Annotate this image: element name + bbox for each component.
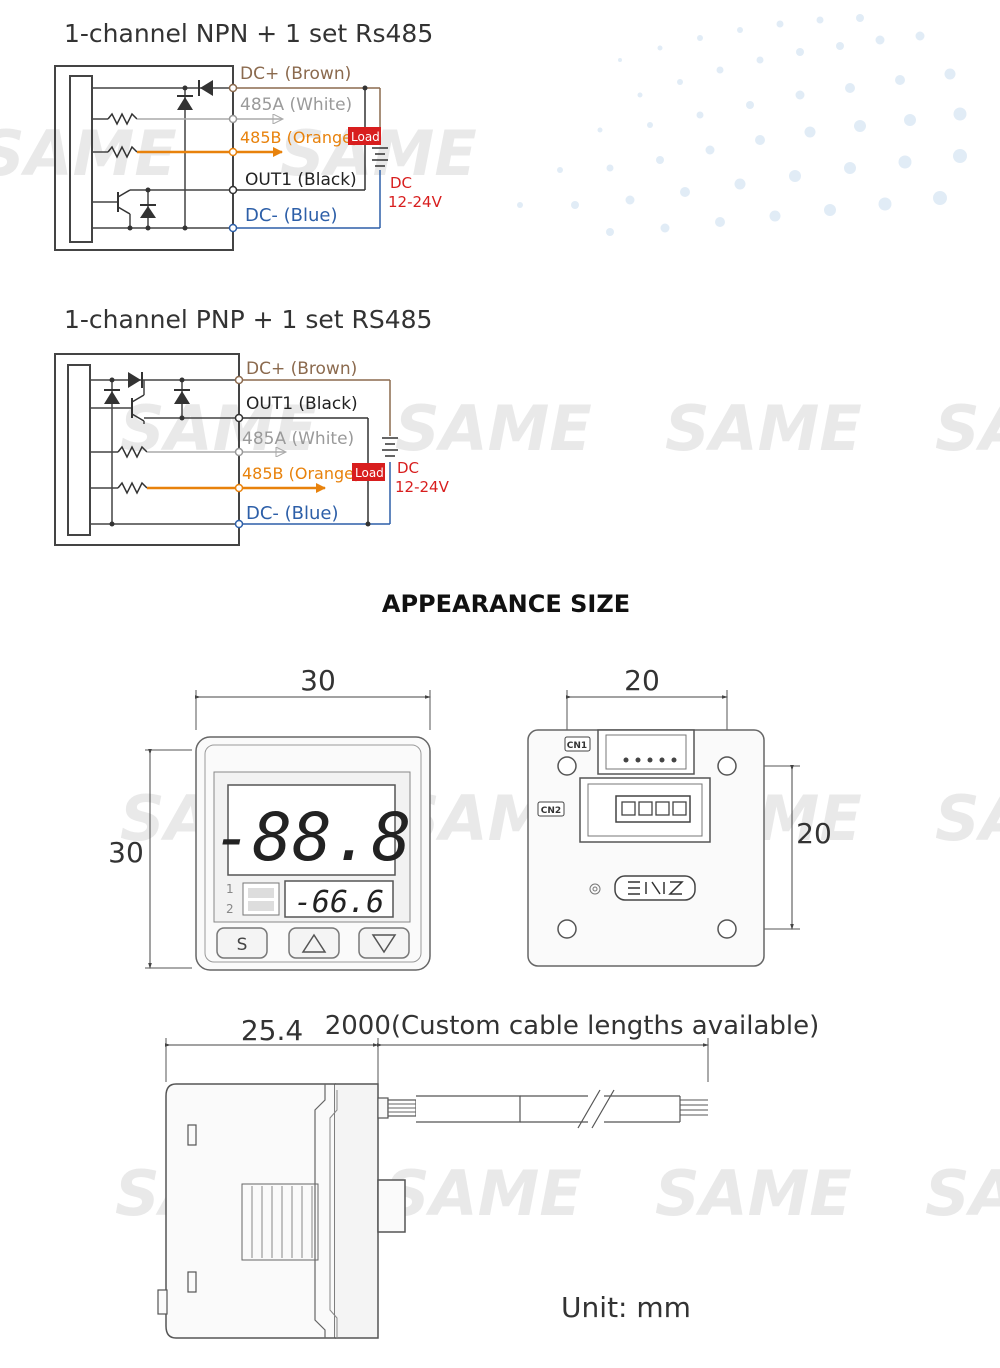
watermark-text: SAME [935,392,1000,465]
resistor-icon [117,445,148,459]
pnp-dc-minus-label: DC- (Blue) [246,503,339,524]
pnp-supply-voltage: 12-24V [395,478,450,496]
pnp-485a-label: 485A (White) [242,429,354,449]
pnp-circuit-board [67,364,91,536]
unit-label: Unit: mm [561,1291,691,1324]
npn-supply-label: DC [390,174,412,192]
resistor-icon [117,481,148,495]
npn-load-box [348,127,381,145]
side-depth-dim: 25.4 [241,1014,303,1047]
diode-icon [174,391,190,404]
watermark-text: SAME [925,1157,1000,1230]
watermark-text: SAME [665,392,862,465]
resistor-icon [107,112,138,126]
cn1-label: CN1 [567,741,587,751]
logo-mark-icon [628,881,684,895]
pnp-load-box [352,463,385,481]
sub-display-readout: -66.6 [294,885,384,920]
diode-icon [177,97,193,110]
back-height-dim: 20 [796,817,832,850]
pnp-title: 1-channel PNP + 1 set RS485 [64,305,432,334]
front-view-drawing: 30 30 -88.8 1 2 -66.6 S [108,664,431,971]
npn-load-label: Load [351,130,380,144]
npn-title: 1-channel NPN + 1 set Rs485 [64,19,433,48]
side-view-drawing: 25.4 2000(Custom cable lengths available… [157,1011,820,1339]
npn-485b-label: 485B (Orange) [240,128,358,147]
front-width-dim: 30 [300,664,336,697]
npn-dc-plus-label: DC+ (Brown) [240,64,351,84]
s-button-label: S [237,935,248,955]
appearance-title: APPEARANCE SIZE [382,590,630,618]
watermark-text: SAME [395,392,592,465]
npn-supply-voltage: 12-24V [388,193,443,211]
npn-dc-minus-label: DC- (Blue) [245,205,338,226]
watermark-text: SAME [0,117,177,190]
npn-housing [54,65,234,251]
pnp-485b-label: 485B (Orange) [242,464,360,483]
npn-wiring-diagram: 1-channel NPN + 1 set Rs485 [54,19,443,251]
diode-icon [128,372,141,388]
back-width-dim: 20 [624,664,660,697]
npn-485a-label: 485A (White) [240,95,352,115]
diode-icon [104,391,120,404]
watermark-text: SAME [935,782,1000,855]
back-view-drawing: 20 20 CN1 CN2 [527,664,832,967]
diode-icon [200,80,213,96]
down-button[interactable] [358,927,410,959]
npn-out1-label: OUT1 (Black) [245,170,357,190]
diode-icon [140,206,156,218]
watermark-text: SAME [385,1157,582,1230]
front-height-dim: 30 [108,836,144,869]
triangle-down-icon [371,934,397,954]
decorative-dot-pattern [517,14,967,236]
logo-plate [614,875,696,901]
cn2-label: CN2 [541,806,561,816]
up-button[interactable] [288,927,340,959]
channel-2-label: 2 [226,902,234,916]
cable-length-dim: 2000(Custom cable lengths available) [325,1011,820,1041]
watermark-group: SAME SAME SAME SAME SAME SAME SAME SAME … [0,117,1000,1230]
pnp-supply-label: DC [397,459,419,477]
main-display-readout: -88.8 [213,799,412,876]
pnp-wiring-diagram: 1-channel PNP + 1 set RS485 [54,305,450,546]
channel-1-label: 1 [226,882,234,896]
watermark-text: SAME [655,1157,852,1230]
s-button[interactable] [216,927,268,959]
resistor-icon [107,145,138,159]
pnp-load-label: Load [355,466,384,480]
pnp-dc-plus-label: DC+ (Brown) [246,359,357,379]
pnp-out1-label: OUT1 (Black) [246,394,358,414]
triangle-up-icon [301,933,327,953]
npn-circuit-board [69,75,93,243]
